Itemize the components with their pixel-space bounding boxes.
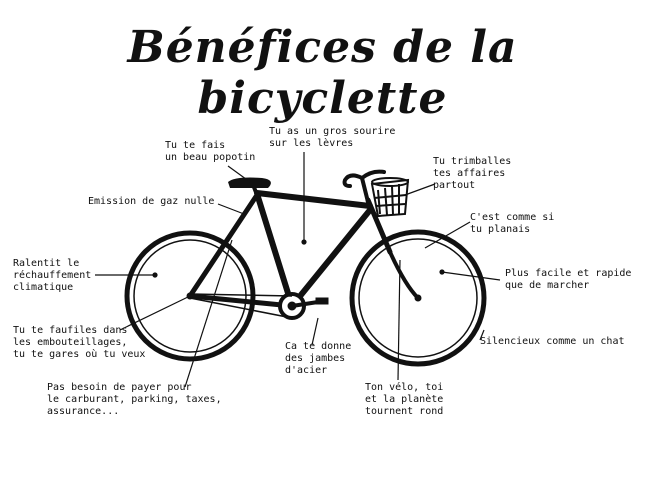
annotation-faufiles: Tu te faufiles dans les embouteillages, … <box>13 325 146 360</box>
bike-frame <box>187 169 420 309</box>
annotation-climatique: Ralentit le réchauffement climatique <box>13 258 92 293</box>
annotation-popotin: Tu te fais un beau popotin <box>165 140 256 163</box>
front-wheel <box>349 229 487 367</box>
annotation-trimballes: Tu trimballes tes affaires partout <box>433 156 512 191</box>
front-basket <box>370 177 410 218</box>
annotation-payer: Pas besoin de payer pour le carburant, p… <box>47 382 222 417</box>
drivetrain <box>189 292 329 320</box>
annotation-sourire: Tu as un gros sourire sur les lèvres <box>269 126 396 149</box>
annotation-leaders <box>95 152 501 388</box>
saddle <box>228 177 271 188</box>
annotation-gaz: Emission de gaz nulle <box>88 196 215 207</box>
annotation-planais: C'est comme si tu planais <box>470 212 555 235</box>
annotation-silencieux: Silencieux comme un chat <box>480 336 625 347</box>
annotation-jambes: Ca te donne des jambes d'acier <box>285 341 352 376</box>
diagram-title: Bénéfices de la bicyclette <box>127 22 518 124</box>
annotation-marcher: Plus facile et rapide que de marcher <box>505 268 632 291</box>
annotation-planete: Ton vélo, toi et la planète tournent ron… <box>365 382 444 417</box>
